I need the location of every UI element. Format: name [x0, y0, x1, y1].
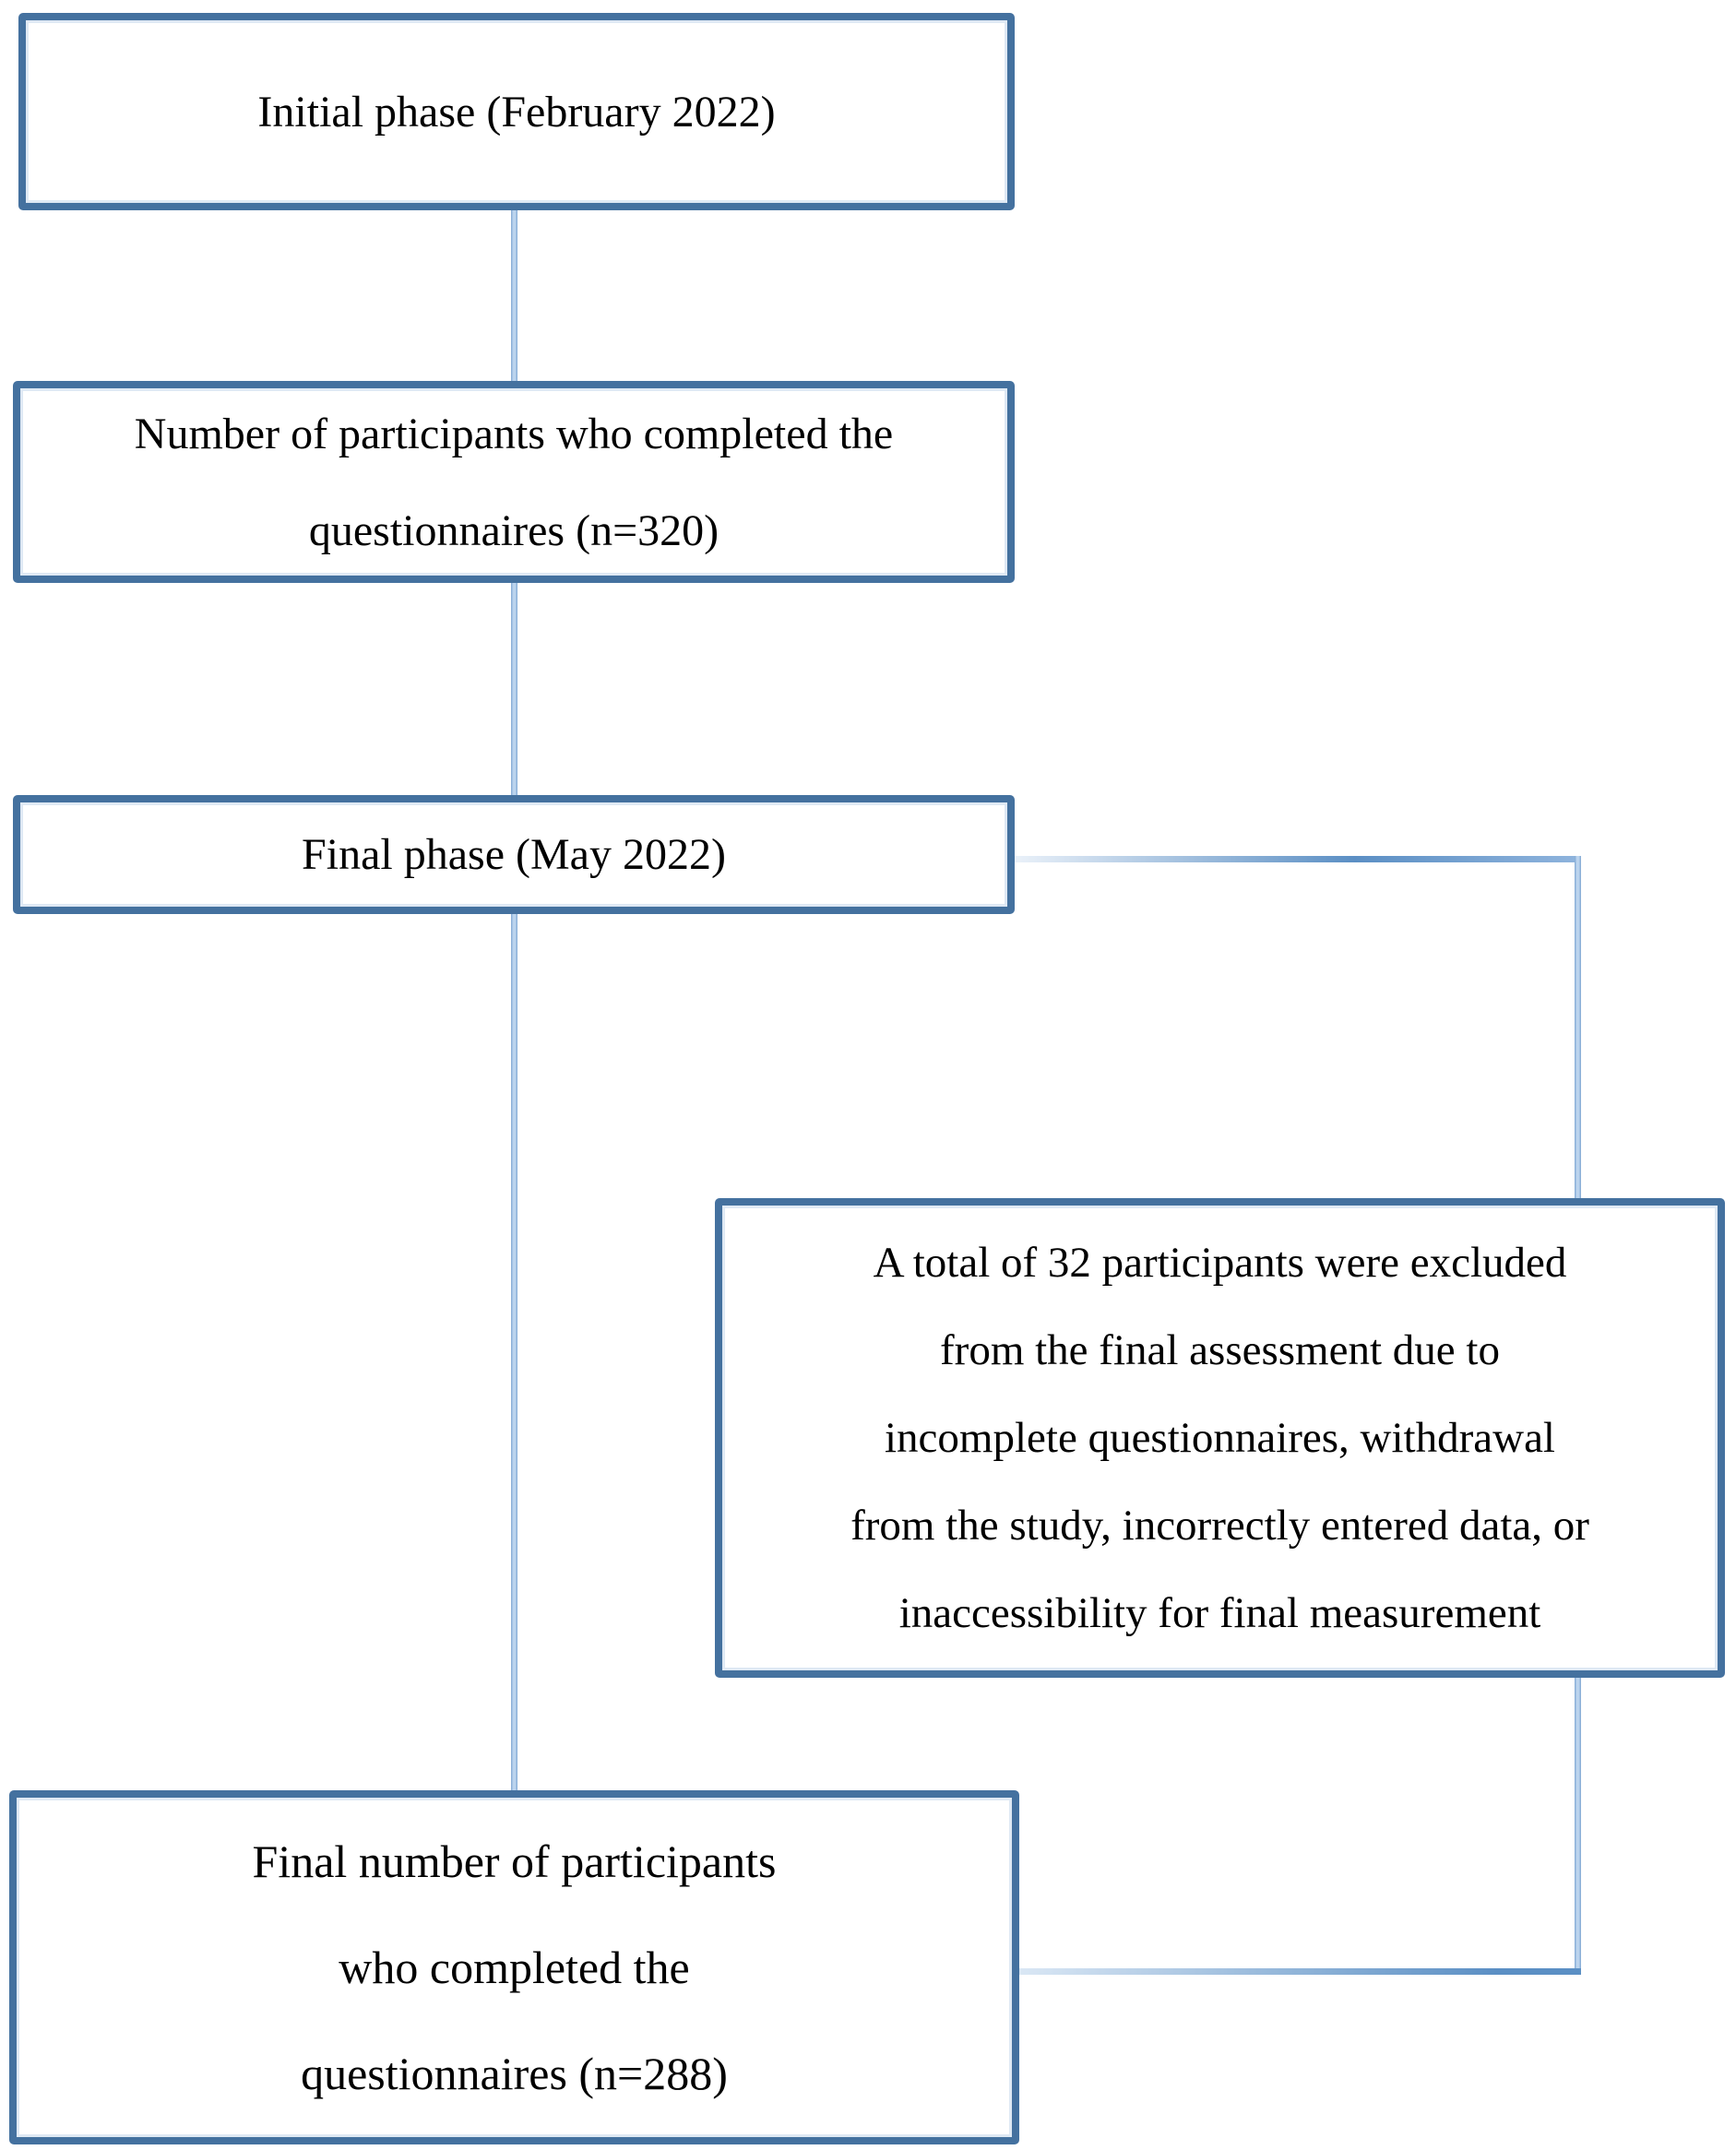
box-text-line: questionnaires (n=288): [301, 2047, 728, 2099]
connector-excluded-to-result-horizontal: [1015, 1968, 1581, 1975]
box-text-line: incomplete questionnaires, withdrawal: [885, 1413, 1555, 1462]
box-text-line: inaccessibility for final measurement: [898, 1588, 1541, 1637]
flowchart-box-initial-phase: Initial phase (February 2022): [18, 13, 1015, 210]
box-text-line: Initial phase (February 2022): [257, 87, 776, 137]
connector-final-to-excluded-horizontal: [1015, 856, 1581, 862]
flowchart-box-completed-initial: Number of participants who completed the…: [13, 381, 1015, 583]
flowchart-box-excluded: A total of 32 participants were excluded…: [715, 1198, 1725, 1678]
connector-initial-to-completed: [511, 210, 517, 381]
box-text-line: Final number of participants: [252, 1835, 777, 1887]
box-text-line: Number of participants who completed the: [134, 409, 894, 458]
connector-excluded-to-result-vertical: [1575, 1678, 1581, 1971]
box-text-line: who completed the: [339, 1941, 690, 1993]
box-text-line: from the final assessment due to: [940, 1325, 1500, 1374]
connector-final-to-result: [511, 914, 517, 1790]
flowchart-box-final-phase: Final phase (May 2022): [13, 795, 1015, 914]
connector-final-to-excluded-vertical: [1575, 856, 1581, 1198]
box-text-line: from the study, incorrectly entered data…: [850, 1501, 1589, 1550]
box-text-line: A total of 32 participants were excluded: [873, 1238, 1567, 1287]
box-text-line: Final phase (May 2022): [302, 830, 726, 879]
connector-completed-to-final: [511, 583, 517, 795]
box-text-line: questionnaires (n=320): [308, 505, 719, 555]
flowchart-box-final-count: Final number of participants who complet…: [9, 1790, 1019, 2144]
